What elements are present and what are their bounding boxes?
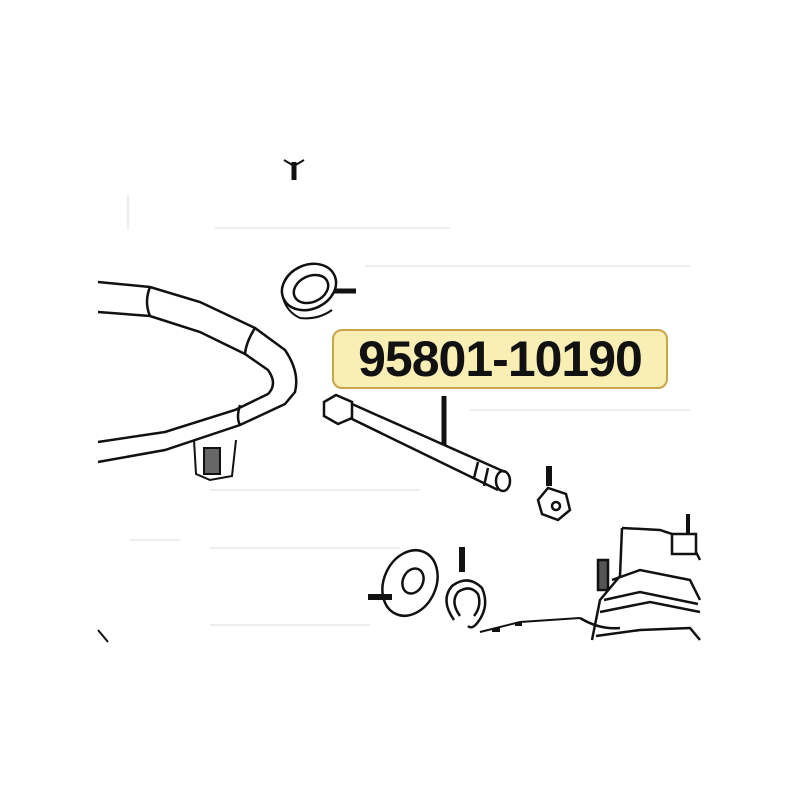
lock-nut	[280, 262, 356, 320]
bracket-assembly	[579, 514, 702, 641]
frame-bracket	[193, 439, 237, 482]
snap-ring	[445, 547, 487, 629]
small-clip	[536, 466, 572, 522]
flat-washer	[368, 549, 439, 617]
background-lines	[127, 195, 690, 626]
lower-edge	[97, 617, 581, 643]
part-number-label: 95801-10190	[332, 329, 668, 389]
frame-tube	[97, 280, 298, 464]
top-bolt	[283, 159, 305, 180]
axle-bolt	[322, 393, 512, 493]
